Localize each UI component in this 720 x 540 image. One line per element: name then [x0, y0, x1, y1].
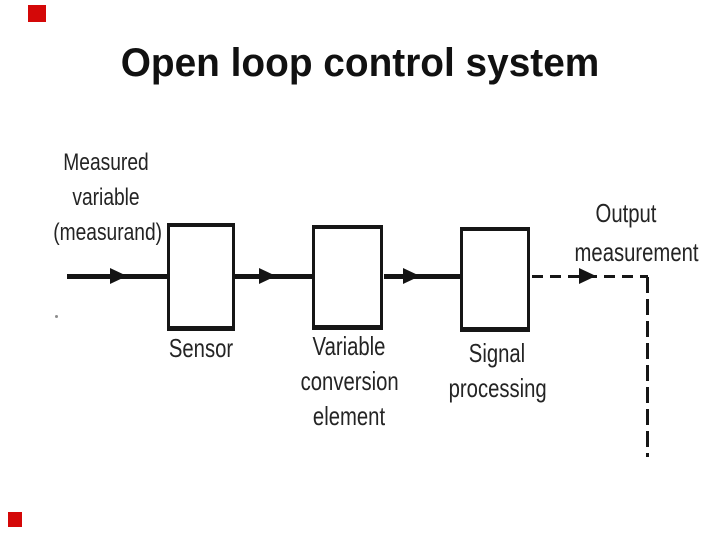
sensor-label: Sensor: [154, 331, 248, 366]
arrow-head-sensor-to-conversion: [259, 268, 276, 284]
vce-label-line-1: Variable: [312, 331, 386, 361]
output-label-line-2: measurement: [574, 237, 699, 267]
sensor-label-line-1: Sensor: [168, 333, 234, 363]
slide-title: Open loop control system: [120, 41, 600, 85]
input-label-line-3: (measurand): [53, 219, 163, 246]
output-dashed-line-vertical: [646, 277, 649, 457]
scan-artifact-dot: [55, 315, 58, 318]
output-measurement-label: Output measurement: [574, 194, 699, 272]
arrow-head-conversion-to-processing: [403, 268, 420, 284]
flow-line-conversion-to-processing: [384, 274, 462, 279]
variable-conversion-element-box: [312, 225, 383, 330]
arrow-head-output: [579, 268, 596, 284]
input-label-line-2: variable: [72, 184, 140, 211]
vce-label-line-3: element: [312, 401, 386, 431]
signal-processing-box: [460, 227, 530, 332]
arrow-head-input: [110, 268, 127, 284]
input-label-line-1: Measured: [63, 149, 149, 176]
signal-label-line-2: processing: [448, 373, 547, 403]
signal-processing-label: Signal processing: [448, 336, 547, 406]
vce-label-line-2: conversion: [300, 366, 399, 396]
variable-conversion-element-label: Variable conversion element: [300, 329, 399, 434]
sensor-box: [167, 223, 235, 331]
signal-label-line-1: Signal: [468, 338, 526, 368]
output-label-line-1: Output: [595, 198, 657, 228]
red-marker-bottom-left: [8, 512, 22, 527]
red-marker-top-left: [28, 5, 46, 22]
input-variable-label: Measured variable (measurand): [53, 145, 163, 250]
